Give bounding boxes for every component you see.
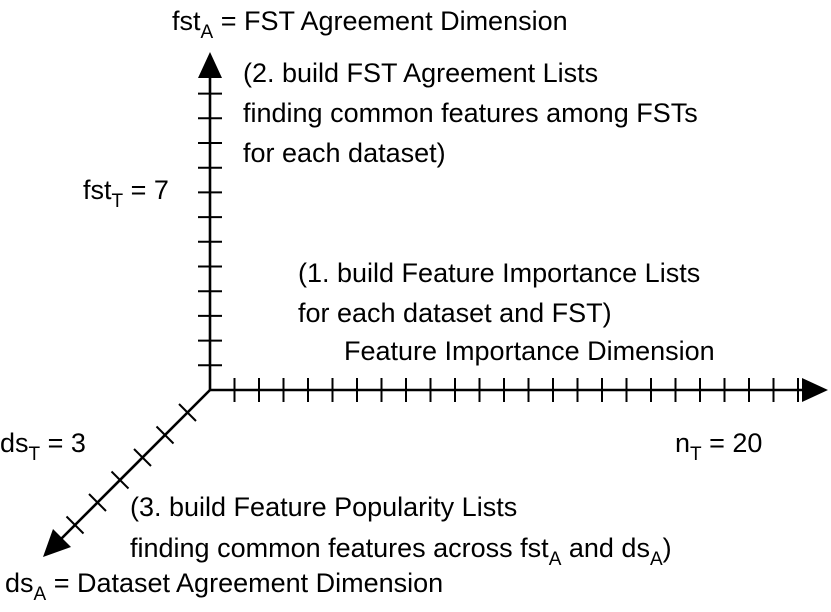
diagonal-axis-tick xyxy=(133,448,152,467)
ds-threshold-label: dsT = 3 xyxy=(0,428,86,465)
diagonal-axis-title: dsA = Dataset Agreement Dimension xyxy=(5,568,443,605)
fst-threshold-label: fstT = 7 xyxy=(83,175,169,212)
diagonal-arrowhead xyxy=(43,529,71,557)
diagonal-axis-tick xyxy=(110,470,130,490)
feature-popularity-step-line-1: (3. build Feature Popularity Lists xyxy=(130,492,517,522)
diagonal-axis-line xyxy=(57,389,211,543)
vertical-axis-title: fstA = FST Agreement Dimension xyxy=(172,6,568,43)
horizontal-axis-ticks xyxy=(233,378,799,402)
feature-popularity-step-line-2: finding common features across fstA and … xyxy=(130,533,672,570)
diagonal-axis-tick xyxy=(88,493,107,512)
diagonal-axis-tick xyxy=(155,425,175,445)
vertical-arrowhead xyxy=(198,52,222,78)
feature-importance-step-note: (1. build Feature Importance Lists for e… xyxy=(298,258,708,328)
fst-agreement-step-note: (2. build FST Agreement Lists finding co… xyxy=(243,58,705,168)
horizontal-axis-title: Feature Importance Dimension xyxy=(344,336,715,366)
diagonal-axis-ticks xyxy=(65,403,197,535)
horizontal-arrowhead xyxy=(802,378,828,402)
arrowheads xyxy=(43,52,828,557)
axis-lines xyxy=(57,72,808,543)
vertical-axis-ticks xyxy=(198,92,222,367)
diagonal-axis-tick xyxy=(178,403,197,422)
n-threshold-label: nT = 20 xyxy=(675,428,762,465)
diagonal-axis-tick xyxy=(65,515,85,535)
